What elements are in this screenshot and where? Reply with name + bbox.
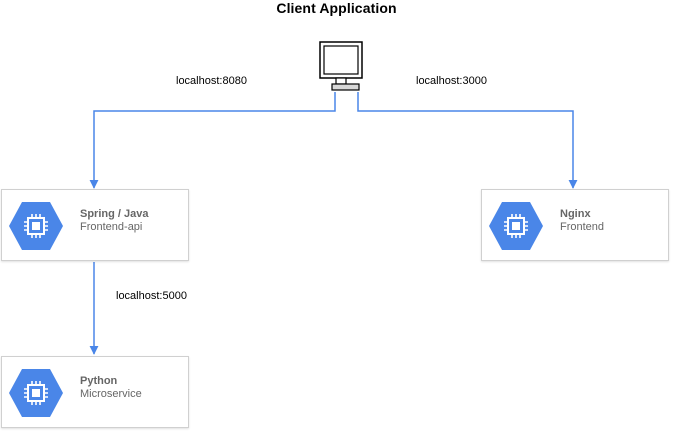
edge-label-8080: localhost:8080 [176,75,247,87]
compute-engine-icon [9,202,63,250]
node-name: Nginx [560,208,591,220]
node-spring-java[interactable]: Spring / Java Frontend-api [1,189,189,261]
node-text: Spring / Java Frontend-api [80,208,148,234]
computer-monitor-icon [319,41,363,91]
diagram-title: Client Application [276,0,397,16]
edge-label-3000: localhost:3000 [416,75,487,87]
node-text: Python Microservice [80,375,142,401]
node-nginx[interactable]: Nginx Frontend [481,189,669,261]
compute-engine-icon [9,369,63,417]
compute-engine-icon [489,202,543,250]
node-subtitle: Frontend-api [80,221,143,233]
edge-client-to-spring [89,92,336,189]
node-name: Python [80,375,118,387]
edge-client-to-nginx [357,92,578,189]
node-subtitle: Frontend [560,221,605,233]
node-subtitle: Microservice [80,388,142,400]
node-python[interactable]: Python Microservice [1,356,189,428]
node-text: Nginx Frontend [560,208,604,234]
node-name: Spring / Java [80,208,149,220]
edge-label-5000: localhost:5000 [116,290,187,302]
